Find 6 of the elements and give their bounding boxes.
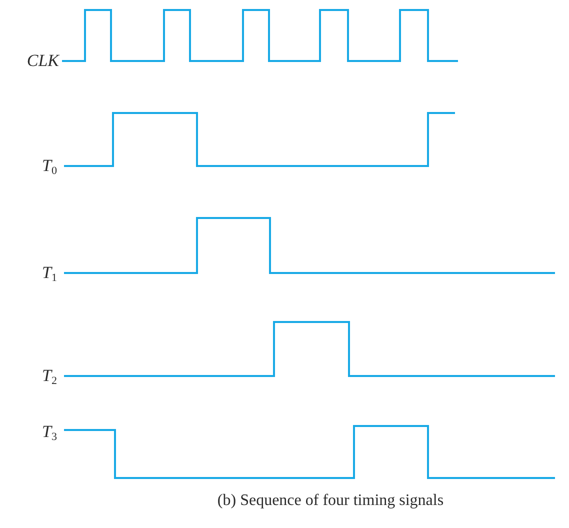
signal-label: T$_{1}$ <box>42 262 57 284</box>
signal-label: T$_{2}$ <box>42 365 57 387</box>
caption: (b) Sequence of four timing signals <box>217 492 444 509</box>
signal-label: T$_{0}$ <box>42 155 57 177</box>
signal-label: CLK <box>26 50 59 72</box>
signal-label: T$_{3}$ <box>42 421 57 443</box>
